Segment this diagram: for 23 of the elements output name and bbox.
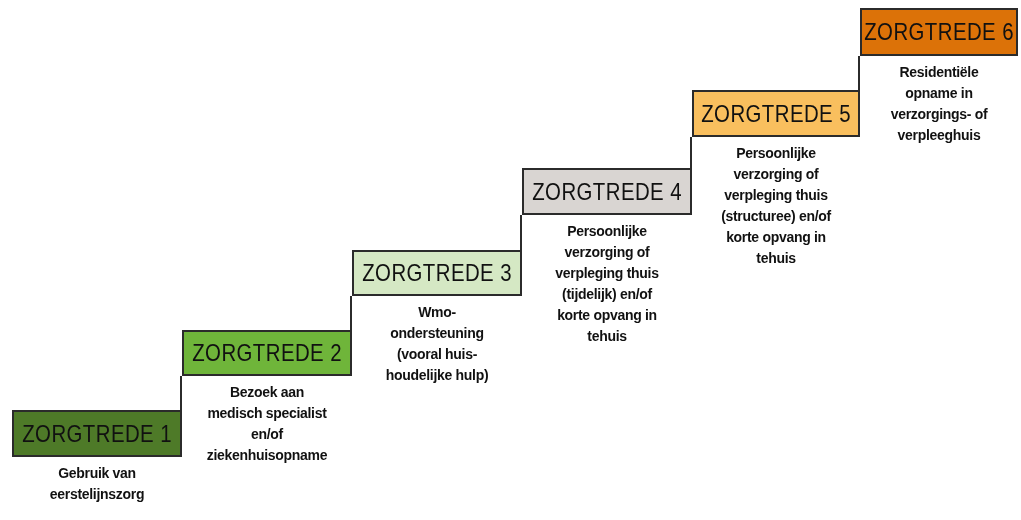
step-box [522, 168, 692, 215]
step-title: ZORGTREDE 4 [532, 177, 682, 206]
step-title: ZORGTREDE 1 [22, 419, 172, 448]
step-description: Persoonlijke verzorging of verpleging thuis (structuree) en/of korte opvang in tehuis [720, 144, 833, 268]
step-box [692, 90, 860, 137]
connector-line [690, 136, 692, 169]
step-description: Wmo-ondersteuning (vooral huis-houdelijke hulp) [384, 303, 490, 385]
step-title: ZORGTREDE 5 [701, 99, 851, 128]
step-description: Persoonlijke verzorging of verpleging thuis (tijdelijk) en/of korte opvang in tehuis [554, 222, 660, 346]
step-box [12, 410, 182, 457]
step-description: Bezoek aan medisch specialist en/of ziekenhuisopname [205, 383, 329, 465]
step-title: ZORGTREDE 6 [864, 18, 1014, 46]
connector-line [858, 55, 860, 91]
step-title: ZORGTREDE 3 [362, 259, 512, 287]
step-box [182, 330, 352, 376]
connector-line [350, 295, 352, 331]
step-title: ZORGTREDE 2 [192, 339, 342, 367]
connector-line [520, 214, 522, 251]
step-description: Gebruik van eerstelijnszorg [48, 464, 146, 504]
step-box [860, 8, 1018, 56]
step-description: Residentiële opname in verzorgings- of verpleeghuis [889, 63, 989, 145]
step-box [352, 250, 522, 296]
connector-line [180, 375, 182, 411]
